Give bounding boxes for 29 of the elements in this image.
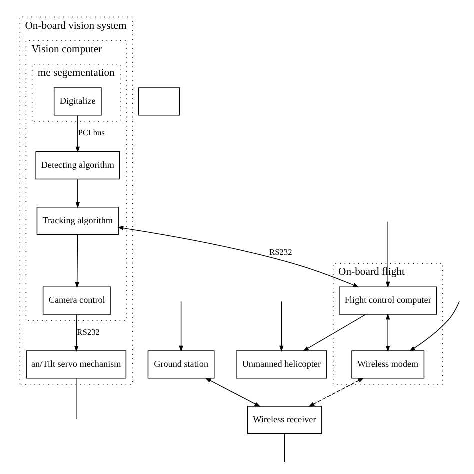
edge-label: PCI bus <box>78 128 105 138</box>
arrow <box>308 378 364 407</box>
connector <box>284 434 286 462</box>
arrow <box>280 301 284 352</box>
arrow <box>302 314 366 352</box>
edge-label: RS232 <box>270 248 292 258</box>
node-box: an/Tilt servo mechanism <box>26 350 127 379</box>
arrow <box>118 226 360 288</box>
arrow <box>386 314 390 352</box>
node-box: Camera control <box>42 286 112 315</box>
edge-label: RS232 <box>77 328 100 337</box>
arrow <box>76 115 80 153</box>
node-box: Ground station <box>148 350 215 379</box>
arrow <box>205 378 261 407</box>
arrow <box>386 221 390 288</box>
node-box: Digitalize <box>54 88 102 116</box>
node-box: Wireless receiver <box>247 406 322 434</box>
arrow <box>75 234 80 288</box>
node-box: Unmanned helicopter <box>236 350 328 379</box>
arrow <box>179 301 184 352</box>
node-box: Tracking algorithm <box>36 206 119 236</box>
node-box: Wireless modem <box>352 350 425 379</box>
node-box: Flight control computer <box>339 286 438 315</box>
connector <box>76 378 77 420</box>
arrow <box>409 301 460 352</box>
node-box: Detecting algorithm <box>36 151 120 180</box>
arrow <box>74 314 79 352</box>
arrow <box>76 178 80 208</box>
node-box <box>138 88 180 116</box>
